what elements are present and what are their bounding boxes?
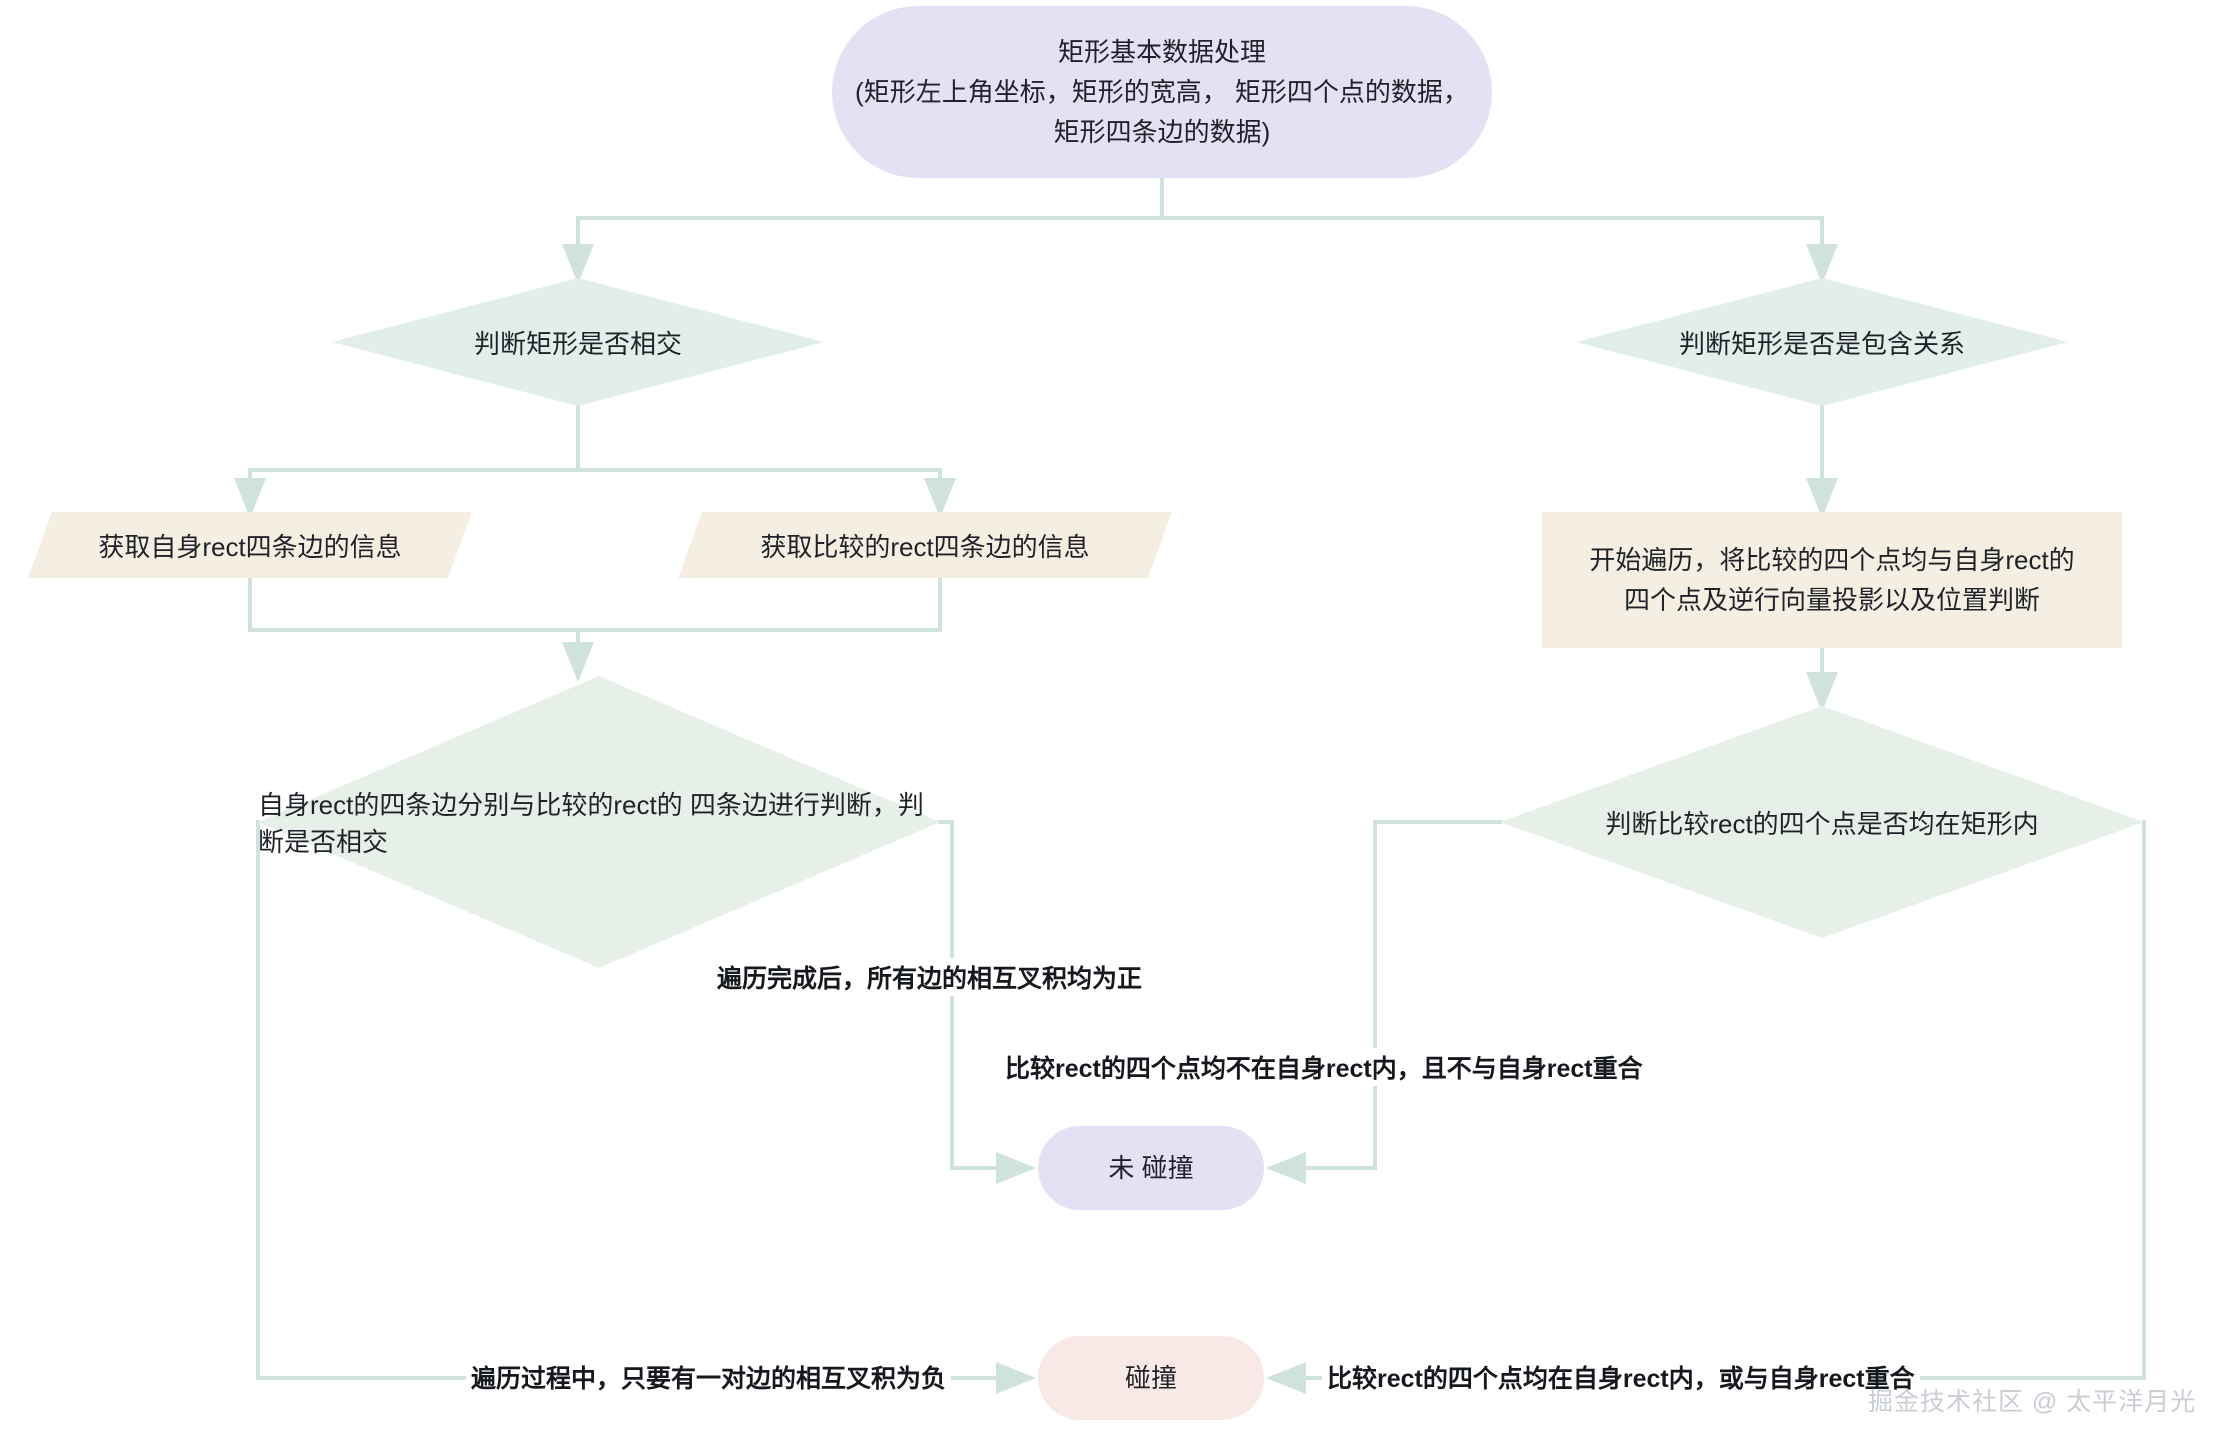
watermark: 掘金技术社区 @ 太平洋月光 — [1868, 1388, 2197, 1416]
node-decision-points-inside-label: 判断比较rect的四个点是否均在矩形内 — [1605, 808, 2039, 839]
edge-label-all-cross-positive: 遍历完成后，所有边的相互叉积均为正 — [712, 958, 1148, 996]
edge-points-inside-to-no-collision — [1266, 820, 1502, 1184]
edge-label-points-not-inside: 比较rect的四个点均不在自身rect内，且不与自身rect重合 — [1000, 1048, 1648, 1086]
node-get-self-edges-label: 获取自身rect四条边的信息 — [98, 531, 402, 562]
node-get-other-edges-label: 获取比较的rect四条边的信息 — [760, 531, 1090, 562]
node-decision-edge-cross[interactable]: 自身rect的四条边分别与比较的rect的 四条边进行判断，判断是否相交 — [258, 676, 940, 968]
node-traverse-points[interactable]: 开始遍历，将比较的四个点均与自身rect的 四个点及逆行向量投影以及位置判断 — [1542, 512, 2122, 648]
node-no-collision[interactable]: 未 碰撞 — [1038, 1126, 1264, 1210]
node-start-label: 矩形基本数据处理 (矩形左上角坐标，矩形的宽高， 矩形四个点的数据， 矩形四条边… — [855, 36, 1469, 148]
edge-label-one-cross-negative: 遍历过程中，只要有一对边的相互叉积为负 — [466, 1358, 952, 1396]
node-no-collision-label: 未 碰撞 — [1108, 1152, 1194, 1183]
node-get-other-edges[interactable]: 获取比较的rect四条边的信息 — [677, 512, 1173, 578]
node-decision-points-inside[interactable]: 判断比较rect的四个点是否均在矩形内 — [1500, 706, 2144, 938]
node-start[interactable]: 矩形基本数据处理 (矩形左上角坐标，矩形的宽高， 矩形四个点的数据， 矩形四条边… — [832, 6, 1492, 178]
node-collision-label: 碰撞 — [1124, 1362, 1177, 1393]
node-decision-intersect[interactable]: 判断矩形是否相交 — [332, 278, 824, 406]
node-decision-contain[interactable]: 判断矩形是否是包含关系 — [1576, 278, 2068, 406]
node-decision-contain-label: 判断矩形是否是包含关系 — [1678, 328, 1965, 359]
node-get-self-edges[interactable]: 获取自身rect四条边的信息 — [27, 512, 473, 578]
edge-label-points-inside: 比较rect的四个点均在自身rect内，或与自身rect重合 — [1322, 1358, 1920, 1396]
node-collision[interactable]: 碰撞 — [1038, 1336, 1264, 1420]
node-traverse-points-label: 开始遍历，将比较的四个点均与自身rect的 四个点及逆行向量投影以及位置判断 — [1589, 544, 2075, 615]
node-decision-edge-cross-label: 自身rect的四条边分别与比较的rect的 四条边进行判断，判断是否相交 — [258, 790, 924, 857]
node-decision-intersect-label: 判断矩形是否相交 — [473, 328, 682, 359]
